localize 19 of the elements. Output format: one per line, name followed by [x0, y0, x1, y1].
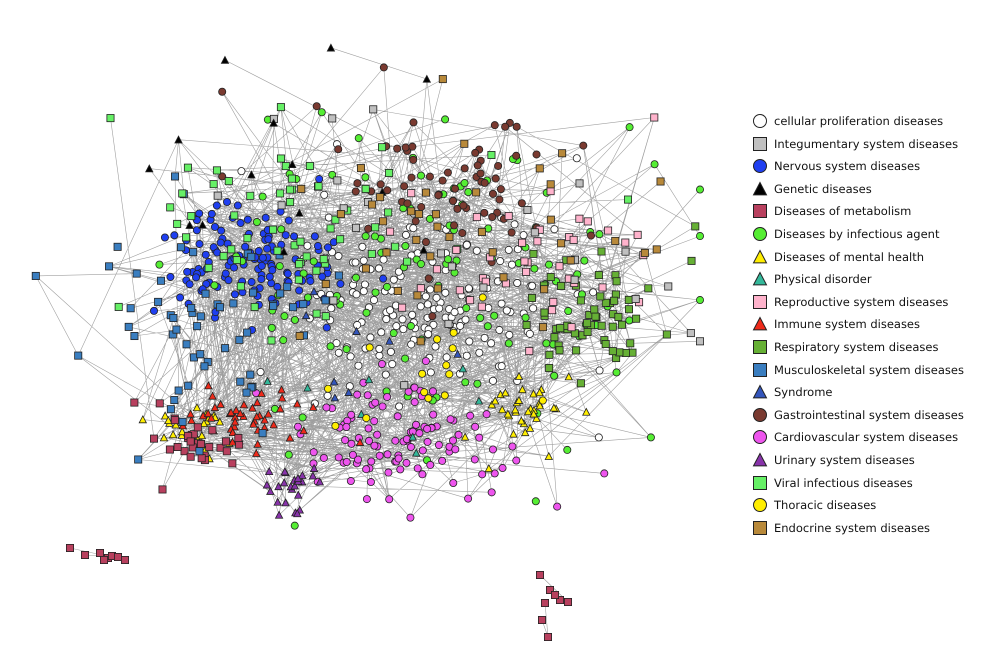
legend-label: Nervous system diseases — [774, 159, 920, 174]
legend-label: Gastrointestinal system diseases — [774, 408, 964, 422]
legend-label: Diseases by infectious agent — [774, 227, 940, 241]
legend-label: Diseases of metabolism — [774, 204, 912, 218]
legend-label: Genetic diseases — [774, 182, 872, 196]
legend-label: Syndrome — [774, 385, 832, 400]
legend-label: Immune system diseases — [774, 317, 920, 332]
legend-label: Diseases of mental health — [774, 250, 924, 264]
legend-label: Cardiovascular system diseases — [774, 430, 958, 444]
legend-label: Viral infectious diseases — [774, 476, 913, 490]
legend-label: Endocrine system diseases — [774, 520, 930, 535]
legend-label: cellular proliferation diseases — [774, 114, 944, 128]
legend-label: Urinary system diseases — [774, 453, 915, 467]
legend-label: Integumentary system diseases — [774, 136, 958, 151]
legend-label: Thoracic diseases — [774, 498, 876, 512]
legend-label: Physical disorder — [774, 272, 872, 286]
legend-label: Respiratory system diseases — [774, 340, 938, 354]
legend-label: Reproductive system diseases — [774, 294, 948, 309]
legend-label: Musculoskeletal system diseases — [774, 362, 964, 377]
